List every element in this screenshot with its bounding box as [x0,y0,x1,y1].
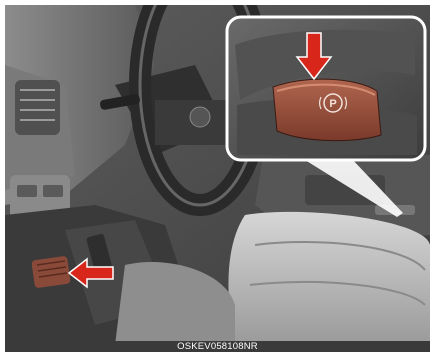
image-code-caption: OSKEV058108NR [5,341,430,352]
vehicle-interior-illustration: P [5,5,430,345]
air-vent [15,80,60,135]
electronic-parking-brake-switch: P [273,79,381,140]
svg-text:P: P [329,98,336,110]
passenger-seat [228,212,430,345]
callout-parking-brake-detail: P [227,17,425,160]
brake-pedal [31,256,71,289]
